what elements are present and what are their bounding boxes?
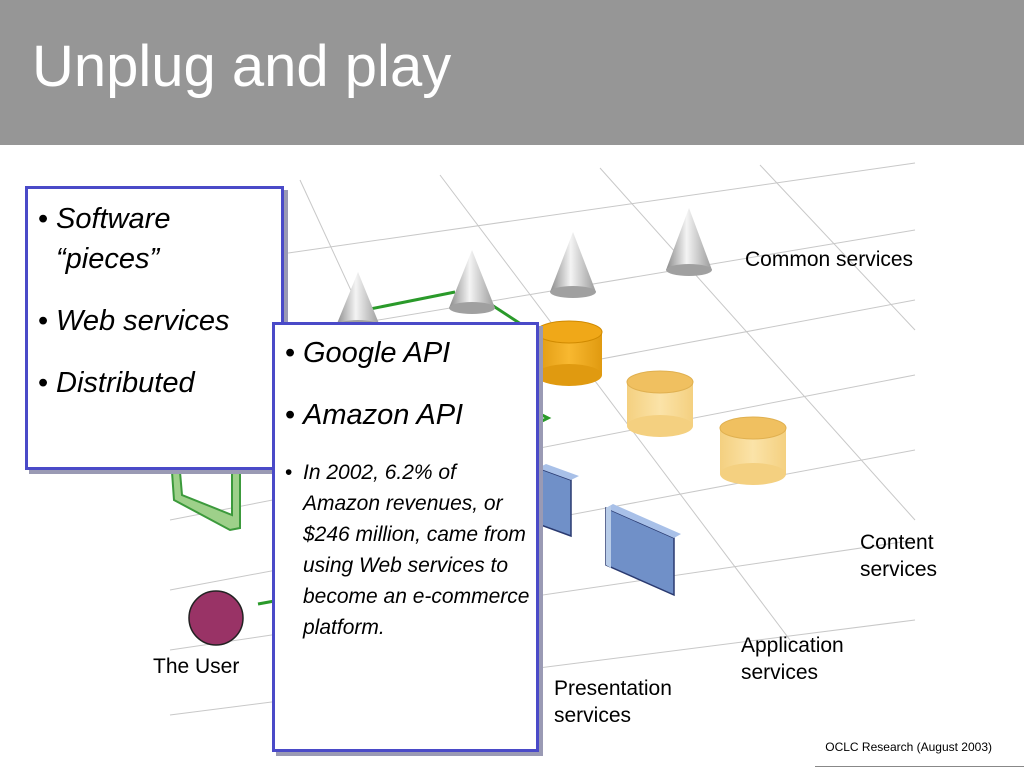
slide-title: Unplug and play bbox=[32, 34, 452, 99]
panel-1 bbox=[537, 464, 579, 538]
cylinder-light-1 bbox=[626, 370, 694, 437]
example-item: Google API bbox=[281, 333, 530, 373]
common-services-label: Common services bbox=[745, 248, 914, 271]
content-services-cylinders bbox=[535, 320, 787, 485]
footer-credit: OCLC Research (August 2003) bbox=[825, 740, 992, 754]
title-bar: Unplug and play bbox=[0, 0, 1024, 145]
concept-item: Software “pieces” bbox=[34, 199, 275, 279]
concept-item: Distributed bbox=[34, 363, 275, 403]
examples-box: Google API Amazon API In 2002, 6.2% of A… bbox=[272, 322, 539, 752]
user-label: The User bbox=[153, 655, 240, 678]
application-services-panels bbox=[537, 464, 681, 597]
panel-2 bbox=[605, 504, 681, 597]
application-services-label: Application services bbox=[741, 634, 844, 684]
examples-list: Google API Amazon API In 2002, 6.2% of A… bbox=[281, 333, 530, 643]
cone-3 bbox=[550, 232, 596, 298]
concepts-box: Software “pieces” Web services Distribut… bbox=[25, 186, 284, 470]
concepts-list: Software “pieces” Web services Distribut… bbox=[34, 199, 275, 403]
content-services-label: Content services bbox=[860, 531, 938, 581]
cone-4 bbox=[666, 208, 712, 276]
green-link-bar bbox=[170, 469, 241, 532]
cone-2 bbox=[449, 250, 495, 314]
concept-item: Web services bbox=[34, 301, 275, 341]
example-item: Amazon API bbox=[281, 395, 530, 435]
user-circle bbox=[188, 590, 244, 646]
cylinder-light-2 bbox=[719, 416, 787, 485]
amazon-detail: In 2002, 6.2% of Amazon revenues, or $24… bbox=[281, 457, 530, 643]
footer-divider bbox=[815, 766, 1024, 767]
cylinder-dark bbox=[535, 320, 603, 386]
common-services-cones bbox=[336, 208, 712, 332]
presentation-services-label: Presentation services bbox=[554, 677, 672, 727]
